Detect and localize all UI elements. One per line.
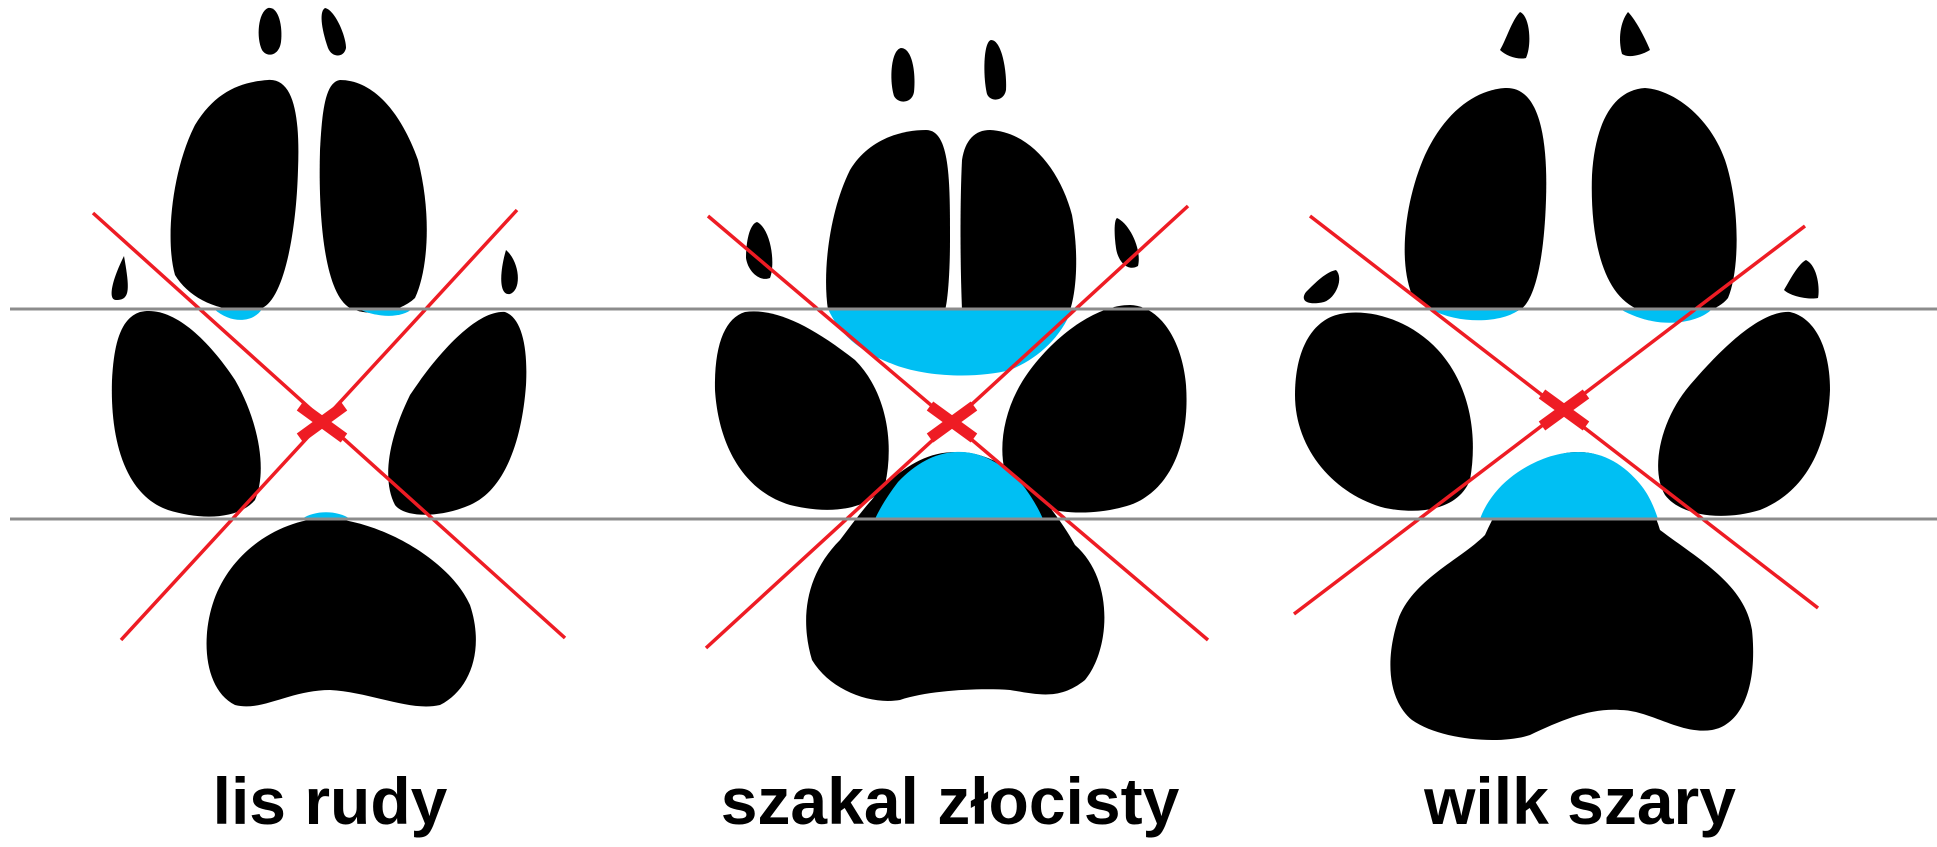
overlap-zone bbox=[1620, 309, 1712, 323]
paw-print-jackal bbox=[706, 40, 1208, 701]
overlap-zone bbox=[214, 309, 262, 320]
front-toe-pad bbox=[961, 130, 1077, 310]
main-pad bbox=[207, 518, 476, 706]
side-claw bbox=[501, 250, 518, 294]
side-claw bbox=[112, 256, 128, 300]
front-toe-pad bbox=[1405, 88, 1547, 317]
species-label-fox: lis rudy bbox=[160, 768, 500, 834]
claw-mark bbox=[259, 8, 282, 55]
front-toe-pad bbox=[171, 80, 299, 310]
side-claw bbox=[1784, 260, 1819, 299]
side-toe-pad bbox=[388, 312, 526, 515]
claw-mark bbox=[984, 40, 1006, 100]
front-toe-pad bbox=[826, 130, 950, 310]
claw-mark bbox=[322, 8, 346, 56]
side-toe-pad bbox=[1658, 312, 1830, 516]
species-label-wolf: wilk szary bbox=[1370, 768, 1790, 834]
paw-print-fox bbox=[93, 8, 565, 707]
paw-print-wolf bbox=[1294, 12, 1830, 740]
claw-mark bbox=[1620, 12, 1650, 56]
cross-center-marker bbox=[300, 406, 344, 438]
front-toe-pad bbox=[320, 80, 427, 313]
cross-center-marker bbox=[1542, 394, 1586, 426]
species-label-jackal: szakal złocisty bbox=[690, 768, 1210, 834]
side-claw bbox=[1304, 270, 1339, 303]
claw-mark bbox=[891, 48, 914, 102]
side-toe-pad bbox=[1295, 313, 1473, 511]
cross-center-marker bbox=[930, 406, 974, 438]
front-toe-pad bbox=[1592, 88, 1737, 316]
claw-mark bbox=[1500, 12, 1529, 59]
